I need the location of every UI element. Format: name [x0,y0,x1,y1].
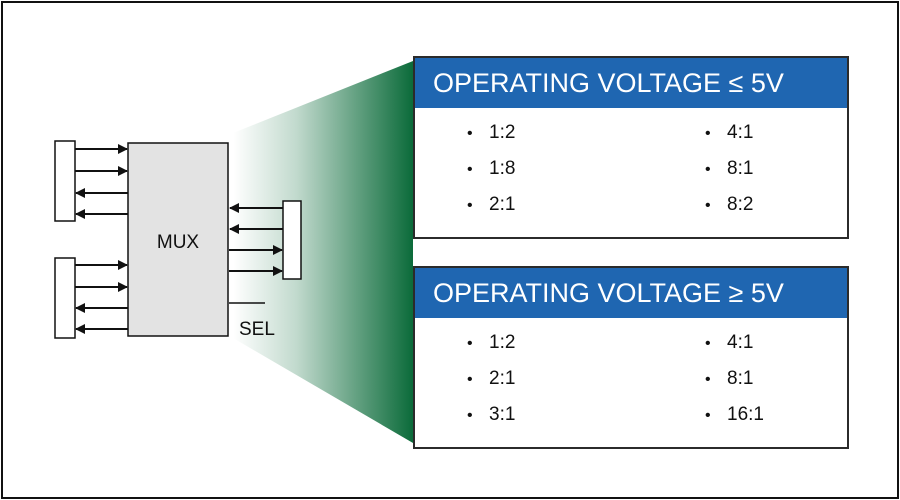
list-item: •4:1 [705,332,754,353]
bullet-icon: • [467,197,473,214]
sel-label: SEL [239,319,275,340]
voltage-panel-high: OPERATING VOLTAGE ≥ 5V •1:2 •2:1 •3:1 •4… [413,266,849,449]
input-block-bottom [54,257,76,339]
bullet-icon: • [705,335,711,352]
list-item: •1:2 [467,332,516,353]
output-block [282,200,302,280]
bullet-icon: • [705,407,711,424]
bullet-icon: • [467,335,473,352]
mux-diagram: MUX SEL [54,61,413,443]
list-item: •3:1 [467,404,516,425]
bullet-icon: • [467,161,473,178]
bullet-icon: • [705,161,711,178]
bullet-icon: • [467,371,473,388]
input-block-top [54,140,76,222]
panel-items: •1:2 •2:1 •3:1 •4:1 •8:1 •16:1 [415,318,847,451]
list-item: •8:2 [705,194,754,215]
zoom-funnel [233,61,413,443]
list-item: •16:1 [705,404,764,425]
mux-box [127,142,229,337]
list-item: •4:1 [705,122,754,143]
bullet-icon: • [467,125,473,142]
bullet-icon: • [705,125,711,142]
list-item: •1:8 [467,158,516,179]
list-item: •2:1 [467,368,516,389]
bullet-icon: • [705,371,711,388]
panel-items: •1:2 •1:8 •2:1 •4:1 •8:1 •8:2 [415,108,847,241]
voltage-panel-low: OPERATING VOLTAGE ≤ 5V •1:2 •1:8 •2:1 •4… [413,56,849,239]
bullet-icon: • [467,407,473,424]
arrows-bottom-block [75,260,128,334]
list-item: •8:1 [705,368,754,389]
list-item: •2:1 [467,194,516,215]
mux-label: MUX [157,232,200,253]
list-item: •8:1 [705,158,754,179]
bullet-icon: • [705,197,711,214]
arrows-output-block [229,203,283,276]
panel-title: OPERATING VOLTAGE ≥ 5V [415,268,847,318]
panel-title: OPERATING VOLTAGE ≤ 5V [415,58,847,108]
arrows-top-block [75,144,128,219]
list-item: •1:2 [467,122,516,143]
